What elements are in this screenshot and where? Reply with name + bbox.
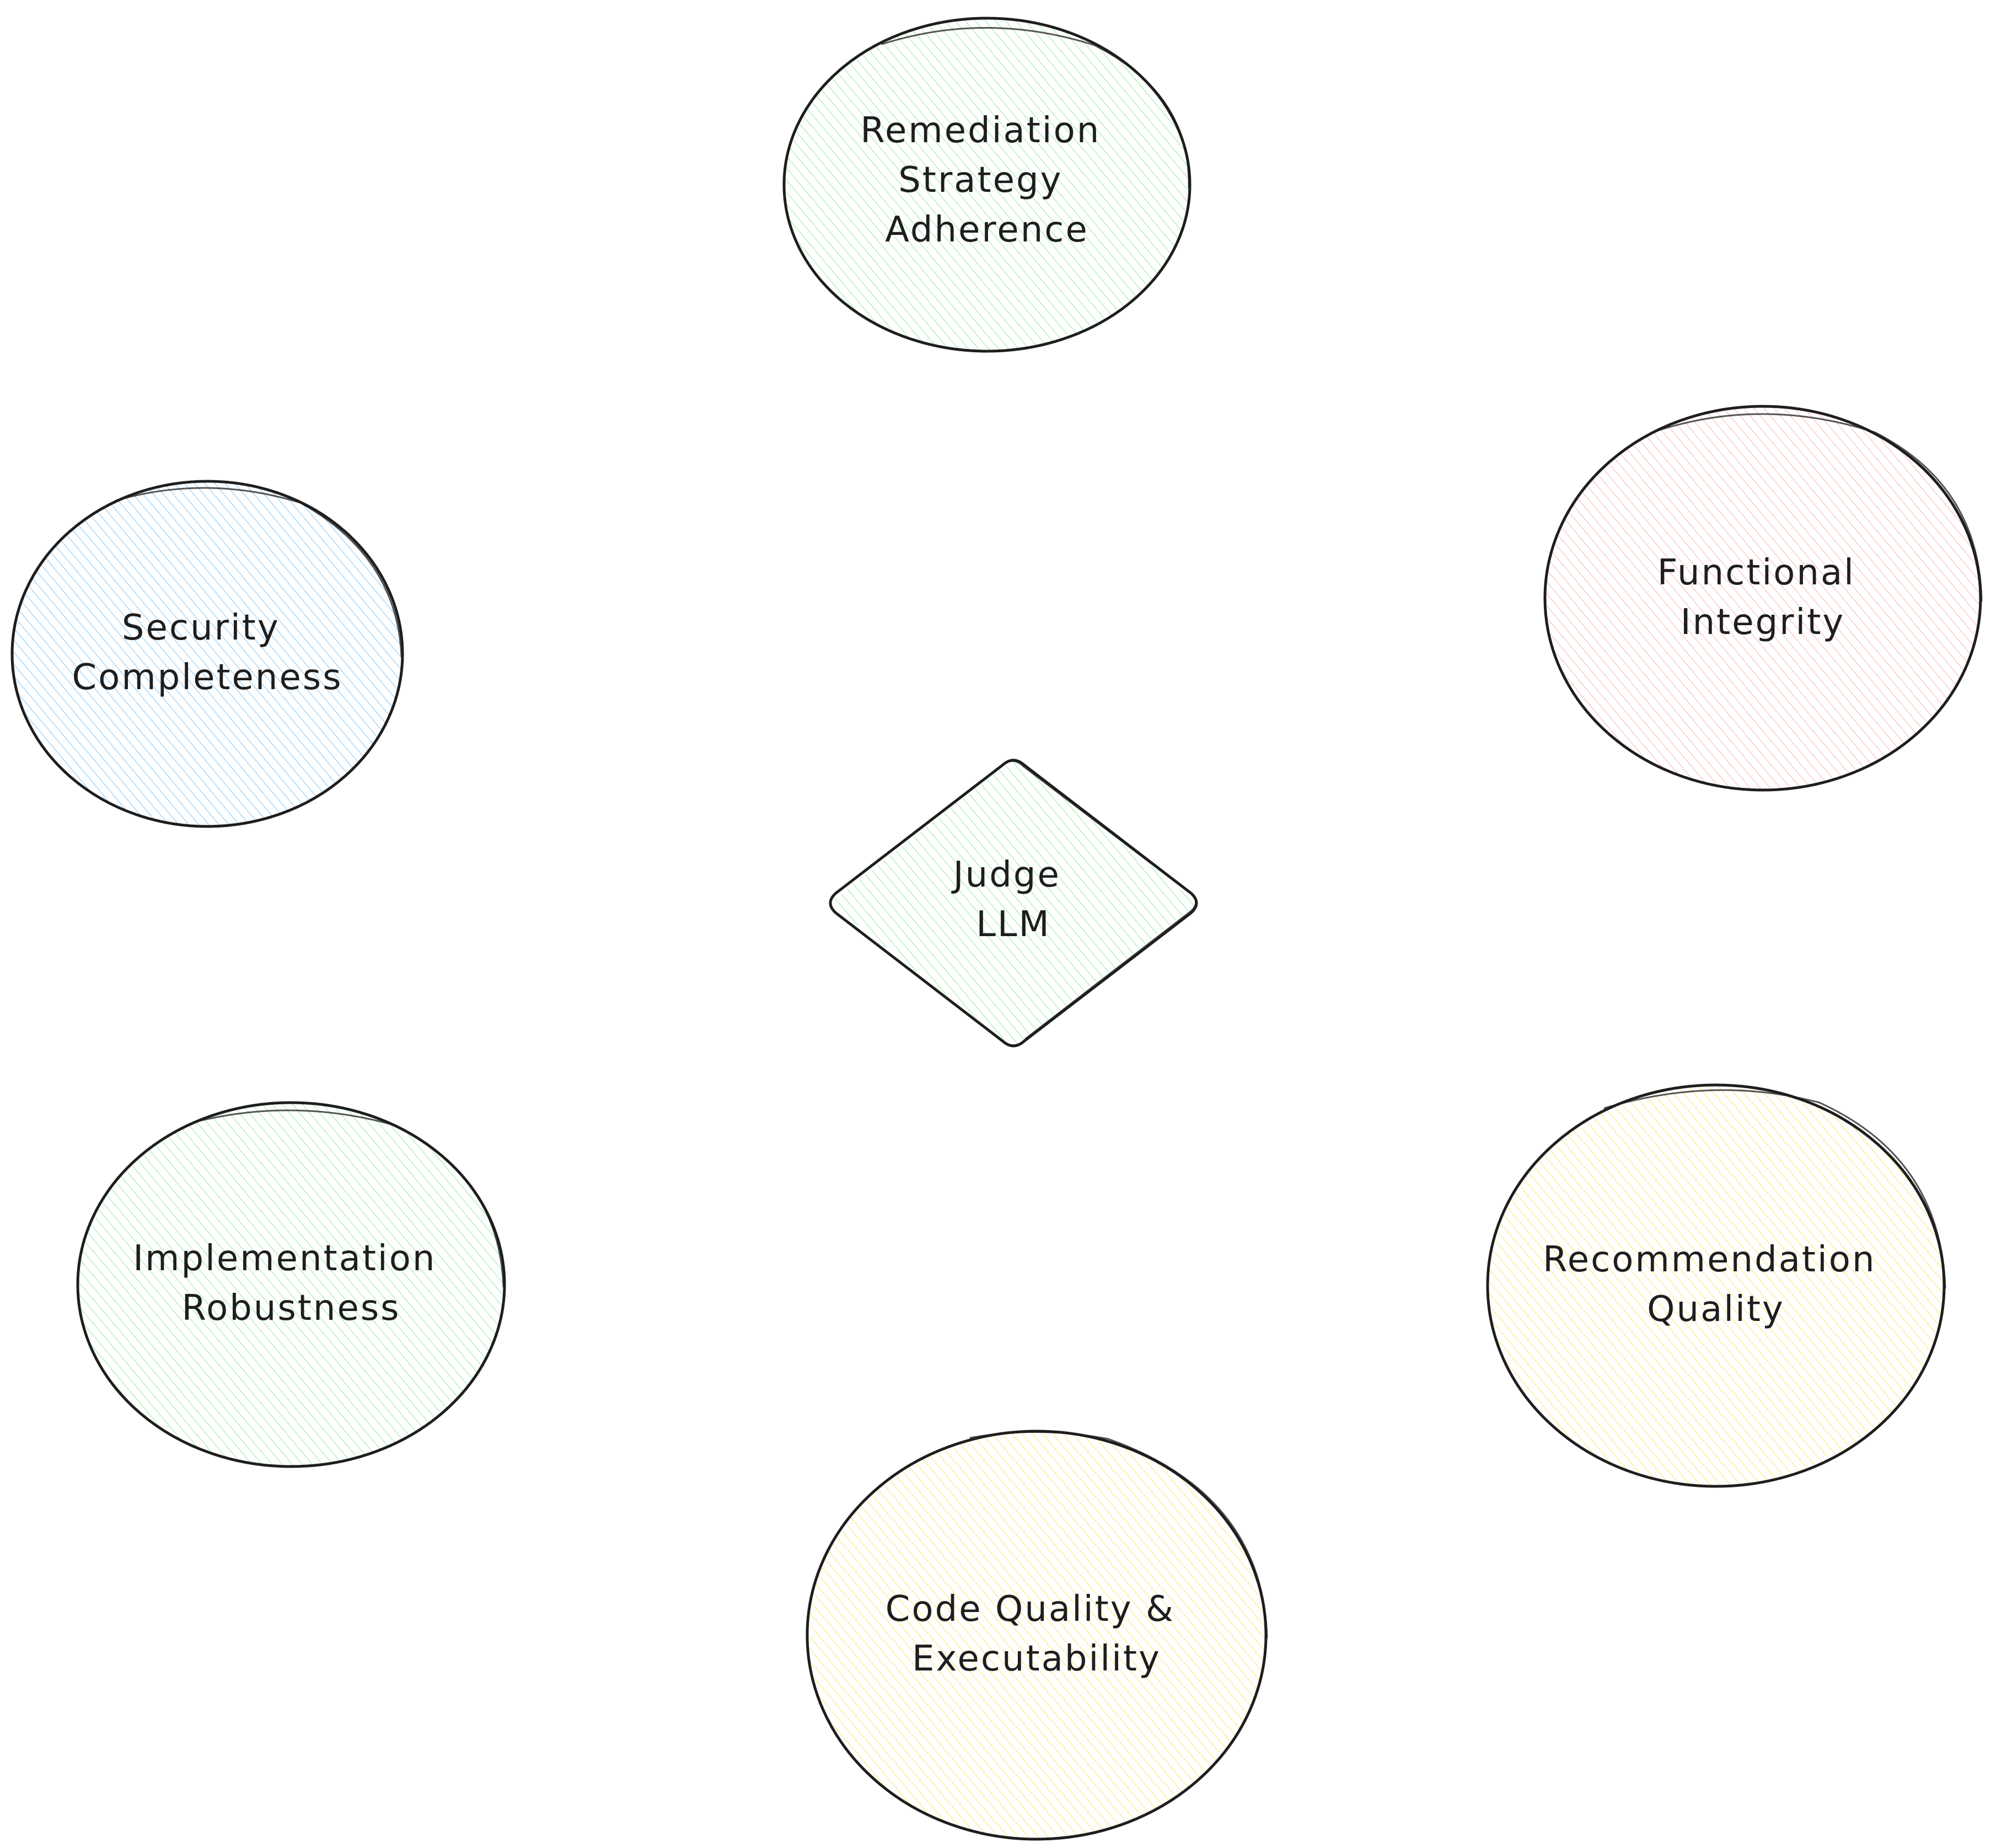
implementation-robustness-node[interactable]: Implementation Robustness: [76, 1101, 506, 1468]
codequality-label-line-2: Executability: [912, 1639, 1161, 1679]
functional-integrity-node[interactable]: Functional Integrity: [1543, 405, 1983, 792]
judge-llm-label-line-2: LLM: [976, 904, 1051, 945]
judge-llm-outline: [829, 759, 1198, 1047]
security-completeness-label: Security Completeness: [72, 608, 342, 698]
recommendation-quality-label: Recommendation Quality: [1543, 1239, 1889, 1330]
judge-llm-diamond[interactable]: Judge LLM: [829, 759, 1198, 1047]
remediation-strategy-adherence-node[interactable]: Remediation Strategy Adherence: [782, 17, 1192, 353]
implementation-robustness-outline: [76, 1101, 506, 1468]
recommendation-label-line-2: Quality: [1647, 1289, 1785, 1330]
judge-llm-label: Judge LLM: [951, 855, 1074, 945]
code-quality-executability-fill: [807, 1431, 1266, 1839]
security-completeness-fill: [12, 481, 403, 826]
security-label-line-2: Completeness: [72, 657, 342, 698]
implementation-label-line-2: Robustness: [182, 1288, 401, 1329]
remediation-label-line-2: Strategy: [898, 160, 1062, 201]
recommendation-quality-node[interactable]: Recommendation Quality: [1486, 1083, 1946, 1488]
functional-integrity-label: Functional Integrity: [1657, 552, 1869, 643]
security-completeness-outline: [10, 480, 404, 828]
remediation-strategy-adherence-outline: [782, 17, 1192, 353]
recommendation-label-line-1: Recommendation: [1543, 1239, 1876, 1280]
remediation-label-line-1: Remediation: [860, 110, 1101, 151]
judge-llm-fill: [829, 759, 1198, 1047]
code-quality-executability-node[interactable]: Code Quality & Executability: [806, 1430, 1268, 1841]
implementation-robustness-fill: [78, 1103, 505, 1466]
remediation-strategy-adherence-fill: [784, 18, 1190, 351]
implementation-label-line-1: Implementation: [133, 1238, 436, 1279]
recommendation-quality-fill: [1488, 1085, 1944, 1486]
codequality-label-line-1: Code Quality &: [886, 1589, 1175, 1630]
remediation-strategy-adherence-label: Remediation Strategy Adherence: [860, 110, 1113, 250]
functional-label-line-2: Integrity: [1681, 602, 1845, 643]
code-quality-executability-label: Code Quality & Executability: [886, 1589, 1188, 1679]
functional-integrity-fill: [1545, 406, 1981, 790]
implementation-robustness-label: Implementation Robustness: [133, 1238, 449, 1329]
functional-integrity-outline: [1543, 405, 1982, 792]
remediation-label-line-3: Adherence: [885, 209, 1089, 250]
functional-label-line-1: Functional: [1657, 552, 1855, 593]
security-completeness-node[interactable]: Security Completeness: [10, 480, 404, 828]
recommendation-quality-outline: [1486, 1083, 1946, 1488]
judge-llm-label-line-1: Judge: [951, 855, 1061, 895]
security-label-line-1: Security: [122, 608, 280, 648]
